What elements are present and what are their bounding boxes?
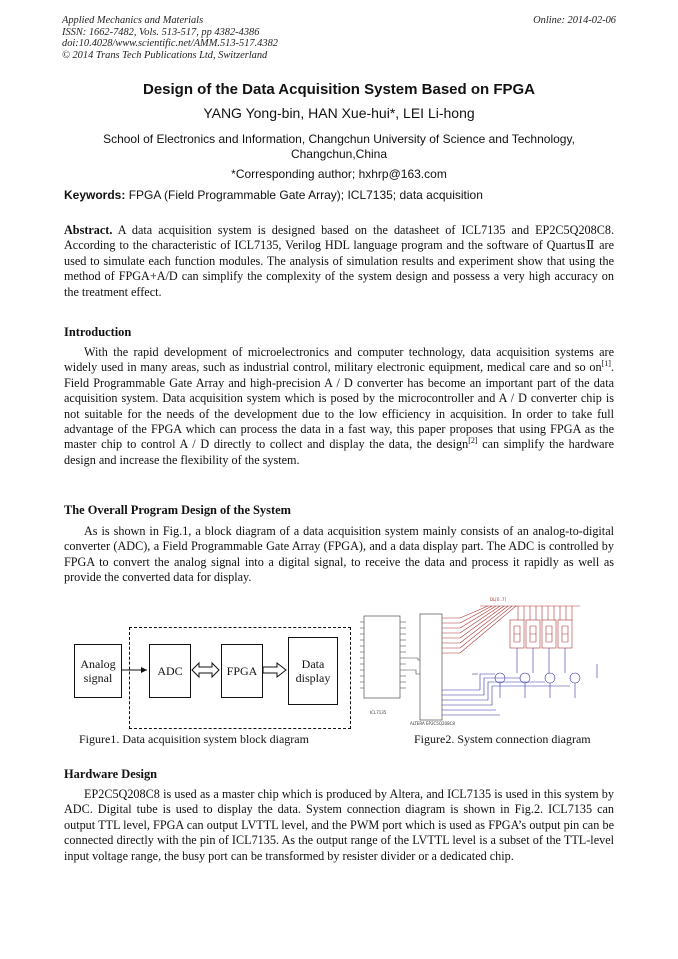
bus-label: DL[0..7] [490, 597, 507, 602]
figure1-arrows [122, 661, 287, 679]
arrowhead-analog-adc [141, 667, 147, 673]
adc-chip-label: ICL7135 [370, 710, 387, 715]
journal-issn: ISSN: 1662-7482, Vols. 513-517, pp 4382-… [62, 26, 260, 38]
fpga-data-pins [442, 617, 460, 654]
fpga-chip-label: ALTERA EP2C5Q208C8 [410, 721, 455, 726]
intro-text-3: can simplify the hardware design and inc… [64, 437, 615, 467]
hardware-paragraph: EP2C5Q208C8 is used as a master chip whi… [64, 787, 614, 863]
keywords-label: Keywords: [64, 188, 126, 202]
overall-paragraph: As is shown in Fig.1, a block diagram of… [64, 524, 614, 585]
paper-authors: YANG Yong-bin, HAN Xue-hui*, LEI Li-hong [203, 105, 475, 121]
abstract-text: A data acquisition system is designed ba… [64, 223, 614, 299]
figure1-block-diagram: Analog signal ADC FPGA Data display [64, 620, 354, 738]
data-display-box: Data display [288, 637, 338, 705]
adc-pins [360, 621, 406, 689]
adc-box: ADC [149, 644, 191, 698]
system-boundary [129, 627, 351, 729]
intro-heading: Introduction [64, 325, 132, 339]
analog-signal-box: Analog signal [74, 644, 122, 698]
intro-text-1: With the rapid development of microelect… [64, 345, 614, 375]
intro-paragraph: With the rapid development of microelect… [64, 345, 614, 468]
journal-copyright: © 2014 Trans Tech Publications Ltd, Swit… [62, 49, 268, 61]
online-date: Online: 2014-02-06 [533, 15, 616, 26]
keywords-text: FPGA (Field Programmable Gate Array); IC… [128, 188, 483, 202]
hardware-heading: Hardware Design [64, 767, 158, 781]
resistor-array [517, 606, 573, 620]
arrow-adc-fpga [191, 661, 220, 679]
figure2-schematic: ICL7135 ALTERA EP2C5Q208C8 DL[0..7] [360, 597, 598, 726]
digit-select-lines [442, 673, 570, 716]
intro-text-2: . Field Programmable Gate Array and high… [64, 360, 614, 452]
overall-heading: The Overall Program Design of the System [64, 503, 291, 517]
abstract-label: Abstract. [64, 223, 113, 237]
journal-header: Applied Mechanics and Materials ISSN: 16… [62, 15, 278, 61]
paper-affiliation: School of Electronics and Information, C… [103, 132, 575, 161]
ref-1[interactable]: [1] [601, 359, 611, 369]
fpga-chip [419, 613, 443, 721]
journal-doi: doi:10.4028/www.scientific.net/AMM.513-5… [62, 38, 278, 50]
figure1-caption: Figure1. Data acquisition system block d… [79, 732, 309, 746]
figure2-caption: Figure2. System connection diagram [414, 732, 591, 746]
journal-name: Applied Mechanics and Materials [62, 15, 204, 26]
ref-2[interactable]: [2] [468, 436, 478, 446]
keywords-line: Keywords: FPGA (Field Programmable Gate … [64, 188, 483, 202]
driver-transistors [472, 648, 598, 698]
abstract: Abstract. A data acquisition system is d… [64, 223, 614, 300]
paper-title: Design of the Data Acquisition System Ba… [142, 81, 535, 98]
seven-segment-displays [509, 619, 573, 649]
adc-chip [363, 615, 401, 699]
arrow-fpga-display [262, 661, 287, 679]
corresponding-author: *Corresponding author; hxhrp@163.com [231, 167, 447, 181]
